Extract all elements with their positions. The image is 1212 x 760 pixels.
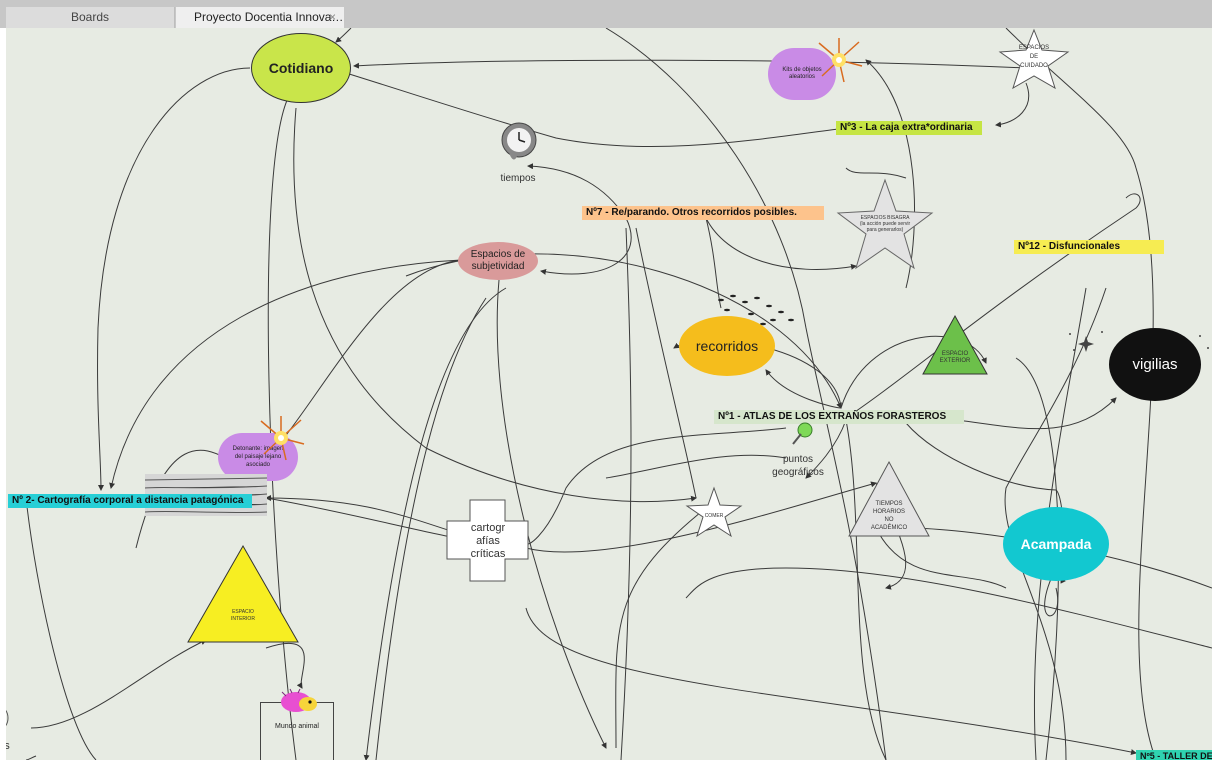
label-cartografia-corporal[interactable]: Nº 2- Cartografía corporal a distancia p… (8, 494, 252, 508)
node-cotidiano[interactable]: Cotidiano (251, 33, 351, 103)
tiempos-label[interactable]: tiempos (500, 173, 536, 184)
cartografias-criticas-label: cartogr afías críticas (470, 522, 506, 560)
triangle-espacio-interior[interactable] (186, 544, 300, 644)
node-espacios-subjetividad[interactable]: Espacios de subjetividad (458, 242, 538, 280)
label-taller[interactable]: Nº5 - TALLER DE (1136, 750, 1212, 760)
pushpin-icon (792, 422, 813, 445)
triangle-espacio-exterior[interactable] (921, 314, 989, 376)
board-canvas[interactable]: Cotidiano Kits de objetos aleatorios ESP… (6, 28, 1212, 760)
puntos-label[interactable]: puntos geográficos (772, 454, 824, 478)
left-edge-text: s (6, 740, 10, 752)
tab-project[interactable]: Proyecto Docentia Innova… × (176, 7, 344, 28)
node-acampada[interactable]: Acampada (1003, 507, 1109, 581)
tab-project-label: Proyecto Docentia Innova… (194, 10, 344, 24)
close-icon[interactable]: × (328, 10, 336, 24)
label-caja[interactable]: Nº3 - La caja extra*ordinaria (836, 121, 982, 135)
tab-bar: Boards Proyecto Docentia Innova… × (0, 0, 1212, 28)
node-recorridos[interactable]: recorridos (679, 316, 775, 376)
espacio-exterior-label: ESPACIO EXTERIOR (939, 351, 971, 364)
explosion-icon (260, 416, 305, 461)
tab-boards[interactable]: Boards (6, 7, 175, 28)
triangle-tiempos-horarios[interactable] (847, 460, 931, 538)
star-espacios-bisagra[interactable] (836, 178, 934, 270)
star-comer[interactable] (685, 486, 743, 538)
hedgehog-icon (281, 688, 317, 712)
espacios-bisagra-label: ESPACIOS BISAGRA (la acción puede servir… (859, 215, 911, 233)
detonante-label: Detonante: imagen del paisaje lejano aso… (232, 446, 284, 468)
label-disfuncionales[interactable]: Nº12 - Disfuncionales (1014, 240, 1164, 254)
espacios-cuidado-label: ESPACIOS DE CUIDADO (1018, 45, 1050, 69)
label-atlas[interactable]: Nº1 - ATLAS DE LOS EXTRAÑOS FORASTEROS (714, 410, 964, 424)
cross-cartografias-criticas[interactable] (446, 499, 529, 582)
melting-clock-icon (501, 122, 537, 160)
partial-circle-icon (6, 709, 9, 727)
comer-label: COMER (704, 513, 724, 519)
kits-label: Kits de objetos aleatorios (782, 67, 822, 80)
mundo-animal-label: Mundo animal (275, 723, 319, 730)
node-vigilias[interactable]: vigilias (1109, 328, 1201, 401)
label-reparando[interactable]: Nº7 - Re/parando. Otros recorridos posib… (582, 206, 824, 220)
explosion-icon (818, 38, 863, 83)
sparkles-icon (1069, 331, 1209, 352)
tiempos-horarios-label: TIEMPOS HORARIOS NO ACADÉMICO (870, 501, 908, 531)
connector-lines (25, 28, 1212, 760)
star-espacios-cuidado[interactable] (998, 28, 1070, 90)
espacio-interior-label: ESPACIO INTERIOR (231, 609, 255, 622)
